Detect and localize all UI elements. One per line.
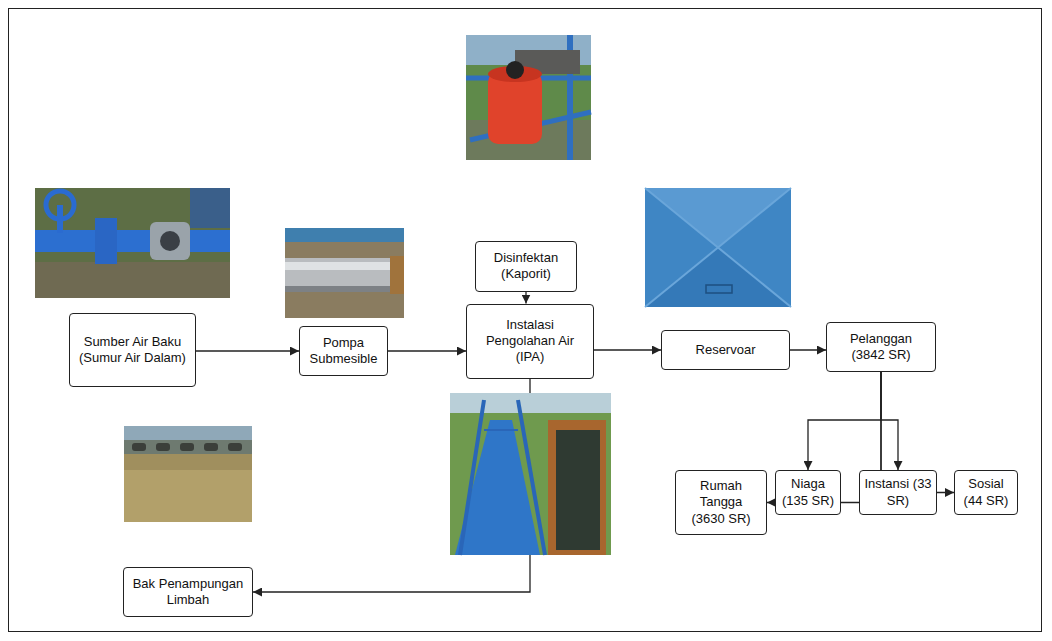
box-label: Sosial (44 SR)	[958, 476, 1014, 509]
box-label: Sumber Air Baku (Sumur Air Dalam)	[76, 334, 189, 367]
box-label: Disinfektan (Kaporit)	[482, 250, 570, 283]
process-box: Rumah Tangga (3630 SR)	[675, 470, 767, 535]
process-box: Pelanggan (3842 SR)	[826, 322, 936, 372]
process-box: Bak Penampungan Limbah	[123, 567, 253, 617]
box-label: Rumah Tangga (3630 SR)	[682, 478, 760, 527]
reservoir-photo	[645, 188, 791, 307]
box-label: Bak Penampungan Limbah	[128, 576, 248, 609]
process-box: Niaga (135 SR)	[775, 470, 841, 515]
box-label: Pelanggan (3842 SR)	[835, 331, 927, 364]
flow-arrow	[594, 349, 661, 350]
box-label: Reservoar	[696, 342, 756, 358]
box-label: Instansi (33 SR)	[864, 476, 932, 509]
flow-arrow	[196, 350, 299, 351]
flow-arrow	[525, 292, 526, 304]
process-box: Sumber Air Baku (Sumur Air Dalam)	[69, 313, 196, 387]
box-label: Pompa Submesible	[306, 335, 381, 368]
process-box: Reservoar	[661, 330, 790, 370]
process-box: Sosial (44 SR)	[954, 470, 1018, 515]
valve-photo	[35, 188, 230, 298]
process-box: Instansi (33 SR)	[859, 470, 937, 515]
disinfectant-photo	[466, 35, 591, 160]
process-box: Instalasi Pengolahan Air (IPA)	[466, 304, 594, 379]
flow-arrow	[388, 350, 466, 351]
flow-arrow	[790, 349, 826, 350]
box-label: Instalasi Pengolahan Air (IPA)	[473, 317, 587, 366]
waste-pond-photo	[124, 426, 252, 522]
box-label: Niaga (135 SR)	[779, 476, 837, 509]
pump-photo	[285, 228, 404, 318]
process-box: Pompa Submesible	[299, 326, 388, 376]
flow-arrow	[881, 372, 898, 470]
process-box: Disinfektan (Kaporit)	[475, 241, 577, 292]
walkway-photo	[450, 393, 611, 555]
flow-arrow	[808, 372, 881, 470]
